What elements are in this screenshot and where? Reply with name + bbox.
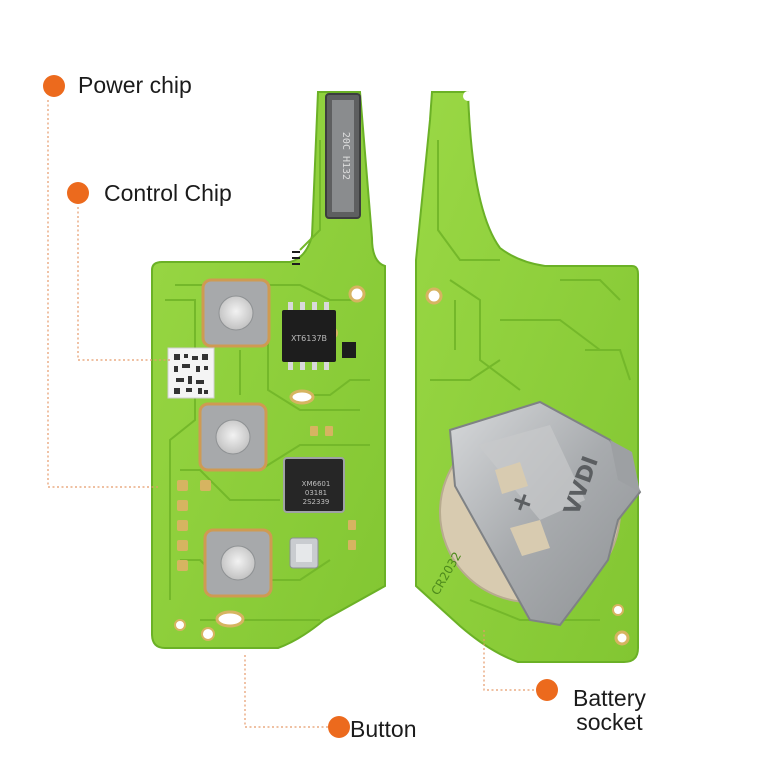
back-hole [614, 630, 630, 646]
front-hole [174, 619, 186, 631]
battery-clip: VVDI + [448, 400, 642, 627]
back-hole [612, 604, 624, 616]
leader-power-chip [47, 100, 160, 488]
label-power-chip: Power chip [78, 72, 192, 98]
label-battery-socket: Battery socket [573, 686, 646, 734]
leader-button [244, 655, 330, 728]
dot-button [328, 716, 350, 738]
control-chip-text-2: 03181 [305, 489, 327, 497]
front-pads [177, 426, 356, 571]
front-connector-face [332, 100, 354, 212]
front-oval-pad [289, 389, 315, 405]
control-chip: XM6601 03181 2S2339 [283, 457, 345, 513]
leader-battery-socket [483, 630, 536, 691]
callout-dots [43, 75, 558, 738]
silk-mark [292, 251, 300, 265]
tact-button-2 [198, 402, 268, 472]
label-battery-socket-line1: Battery [573, 685, 646, 711]
dot-power-chip [43, 75, 65, 97]
control-chip-text-1: XM6601 [302, 480, 331, 488]
label-battery-socket-line2: socket [576, 709, 643, 735]
label-control-chip: Control Chip [104, 180, 232, 206]
dot-battery-socket [536, 679, 558, 701]
small-component [342, 342, 356, 358]
control-chip-text-3: 2S2339 [303, 498, 330, 506]
back-hole [425, 287, 443, 305]
front-pcb: 20C H132 [151, 91, 386, 649]
front-traces [165, 140, 370, 621]
back-traces [430, 140, 631, 621]
dot-control-chip [67, 182, 89, 204]
front-hole [201, 627, 215, 641]
label-button: Button [350, 716, 417, 742]
front-hole [348, 285, 366, 303]
power-chip: XT6137B [282, 302, 336, 370]
back-hole [463, 91, 473, 101]
qr-sticker [167, 347, 215, 399]
leader-lines [47, 100, 536, 728]
tact-button-3 [203, 528, 273, 598]
leader-control-chip [77, 207, 170, 361]
back-pcb: VVDI + CR2032 [415, 91, 642, 663]
front-oval-pad [215, 610, 245, 628]
power-chip-text: XT6137B [291, 334, 327, 343]
tact-button-1 [201, 278, 271, 348]
front-connector-text: 20C H132 [340, 132, 351, 180]
crystal [289, 537, 319, 569]
